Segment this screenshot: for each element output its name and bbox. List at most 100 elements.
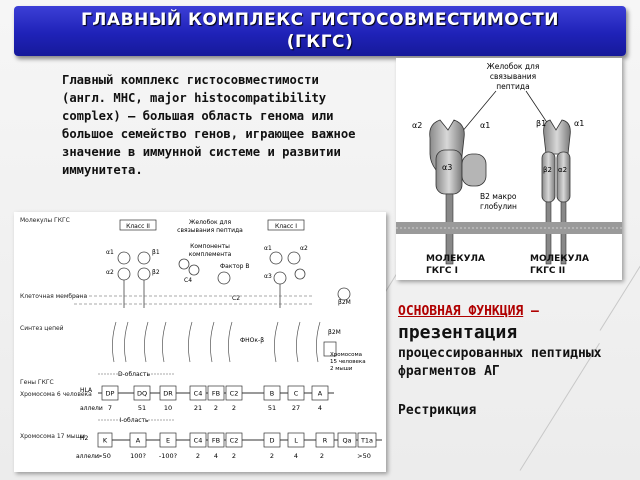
title-line-1: ГЛАВНЫЙ КОМПЛЕКС ГИСТОСОВМЕСТИМОСТИ [80, 10, 560, 30]
label-cell-membrane: Клеточная мембрана [20, 293, 87, 300]
class1-box: Класс I [275, 223, 297, 230]
label-chr6: Хромосома 6 человека [20, 391, 92, 398]
intro-text: Главный комплекс гистосовместимости (анг… [62, 73, 356, 177]
mhc-molecules-figure: Желобок для связывания пептида α2 α1 α3 … [396, 58, 622, 280]
h2-label: H2 [80, 435, 89, 442]
mouse-gene-k-box [97, 432, 113, 448]
human-allele: 51 [138, 404, 146, 412]
human-allele: 2 [214, 404, 218, 412]
human-allele: 2 [232, 404, 236, 412]
factor-b-text: Фактор В [220, 263, 249, 270]
mouse-gene-box [189, 432, 207, 448]
complement-text-2: комплемента [189, 251, 232, 258]
mouse-gene: A [136, 437, 141, 445]
fig-b2-label: β2 [152, 269, 160, 276]
class2-label-2: ГКГС II [530, 266, 565, 276]
mouse-gene-extra-box [337, 432, 357, 448]
label-chr17: Хромосома 17 мыши [20, 433, 85, 440]
mhc2-a1-label: α1 [574, 119, 584, 128]
human-gene-box [159, 385, 177, 401]
hla-label: HLA [80, 387, 93, 394]
mouse-gene: FB [212, 437, 220, 445]
b2m-text: β2M [338, 299, 351, 306]
function-heading: ОСНОВНАЯ ФУНКЦИЯ [398, 304, 524, 319]
human-gene: A [318, 390, 323, 398]
mhc2-a2-domain [556, 151, 571, 203]
mouse-gene-extra: Qa [342, 437, 351, 445]
mouse-allele: 2 [196, 452, 200, 460]
function-restriction: Рестрикция [398, 403, 477, 418]
human-allele: 10 [164, 404, 172, 412]
mhc2-top-domains [543, 119, 571, 155]
human-gene: DR [163, 390, 173, 398]
mhc-genes-figure: Молекулы ГКГС Клеточная мембрана Синтез … [14, 212, 386, 472]
b2m-note-2: 15 человека [330, 359, 366, 365]
c2-text: C2 [232, 295, 240, 302]
mouse-gene: E [166, 437, 170, 445]
b2m-note-1: Хромосома [330, 352, 362, 358]
mouse-gene-k: K [103, 437, 108, 445]
mouse-allele: 2 [232, 452, 236, 460]
b2m-note-3: 2 мыши [330, 366, 353, 372]
human-gene-box [287, 385, 305, 401]
fig-b1-label: β1 [152, 249, 160, 256]
mouse-allele: -100? [159, 452, 177, 460]
mhc2-b2-domain [541, 151, 556, 203]
mhc1-a2-label: α2 [412, 121, 422, 130]
mhc2-b2-label: β2 [543, 166, 552, 174]
mouse-allele: 100? [130, 452, 146, 460]
class1-label-1: МОЛЕКУЛА [426, 254, 485, 264]
human-gene: DQ [137, 390, 147, 398]
human-gene-box [225, 385, 243, 401]
mouse-gene: L [294, 437, 298, 445]
alleles-label-human: аллели [80, 405, 103, 412]
human-gene-box [101, 385, 119, 401]
mouse-gene: C4 [194, 437, 203, 445]
mouse-gene-extra: R [323, 437, 328, 445]
mouse-allele: 4 [294, 452, 298, 460]
human-gene-box [133, 385, 151, 401]
mhc1-a3-domain [435, 149, 463, 195]
mhc2-a2-label: α2 [558, 166, 567, 174]
function-presentation: презентация [398, 322, 518, 343]
class2-box: Класс II [126, 223, 150, 230]
fig-a2-label: α2 [106, 269, 114, 276]
title-line-2: (ГКГС) [286, 32, 354, 52]
mhc2-b1-label: β1 [536, 119, 546, 128]
mhc1-a1-label: α1 [480, 121, 490, 130]
d-region-label: D-область [118, 371, 150, 378]
mouse-gene-box [129, 432, 147, 448]
slide-title: ГЛАВНЫЙ КОМПЛЕКС ГИСТОСОВМЕСТИМОСТИ (ГКГ… [14, 6, 626, 56]
fig-a3-label: α3 [264, 273, 272, 280]
mhc1-a3-label: α3 [442, 163, 452, 172]
mouse-gene-box [207, 432, 225, 448]
groove-label-1: Желобок для [487, 62, 540, 71]
human-gene: C [294, 390, 299, 398]
i-region-label: I-область [119, 417, 149, 424]
function-body: процессированных пептидных фрагментов АГ [398, 346, 602, 379]
groove-label-2: связывания [490, 72, 536, 81]
mouse-allele: 4 [214, 452, 218, 460]
mouse-gene: D [269, 437, 274, 445]
class2-label-1: МОЛЕКУЛА [530, 254, 589, 264]
mouse-allele: >50 [97, 452, 111, 460]
human-allele: 7 [108, 404, 112, 412]
mouse-allele: >50 [357, 452, 371, 460]
human-gene-box [207, 385, 225, 401]
label-mhc-molecules: Молекулы ГКГС [20, 217, 70, 224]
human-gene: C2 [230, 390, 239, 398]
complement-text-1: Компоненты [190, 243, 230, 250]
function-dash: – [523, 304, 539, 319]
human-gene: B [270, 390, 274, 398]
human-gene-box [263, 385, 281, 401]
mouse-gene-box [287, 432, 305, 448]
human-allele: 21 [194, 404, 202, 412]
human-allele: 4 [318, 404, 322, 412]
alleles-label-mouse: аллели [76, 453, 99, 460]
mouse-gene: C2 [230, 437, 239, 445]
tnf-text: ФНОк-β [240, 337, 264, 344]
groove-text-1: Желобок для [189, 219, 232, 226]
fig-a2c-label: α2 [300, 245, 308, 252]
label-chain-synthesis: Синтез цепей [20, 325, 64, 332]
mouse-gene-extra: T1a [360, 437, 373, 445]
